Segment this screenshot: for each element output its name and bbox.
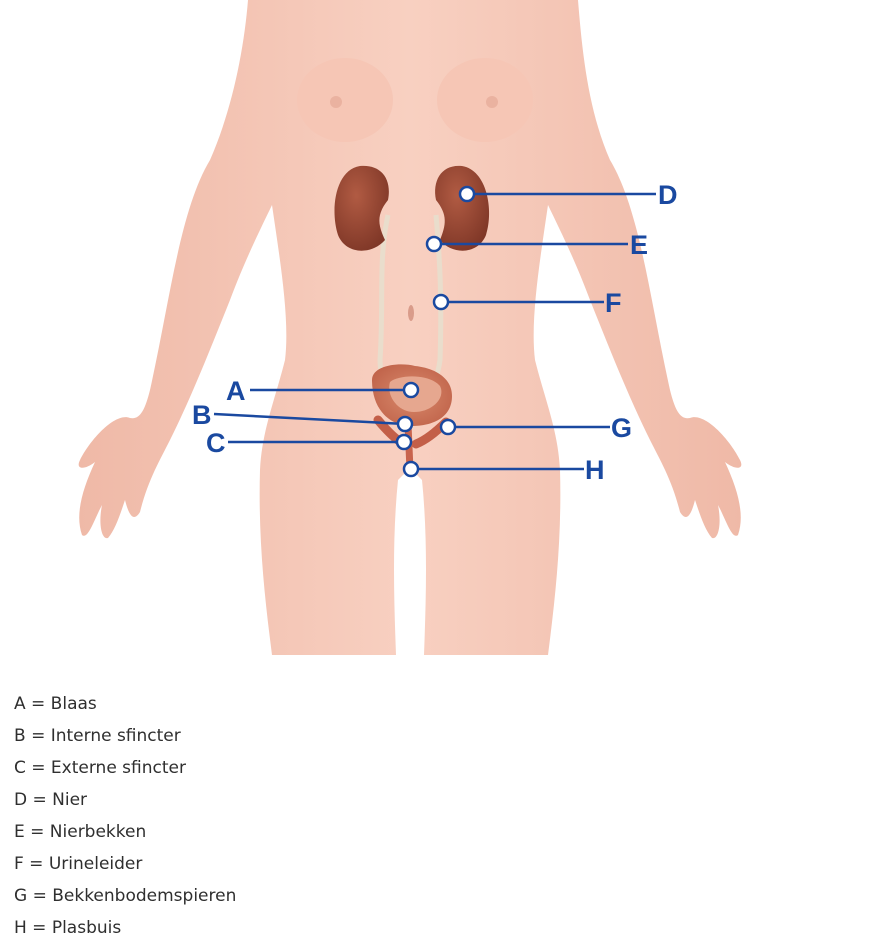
callout-b-label: B (192, 400, 212, 430)
legend-item-d: D = Nier (14, 790, 88, 810)
legend-item-a: A = Blaas (14, 694, 97, 714)
callout-g-dot (439, 418, 457, 436)
callout-g-label: G (611, 413, 632, 443)
callout-f-dot (432, 293, 450, 311)
kidney-right (435, 165, 490, 251)
callout-h-label: H (585, 455, 605, 485)
breast-left (297, 58, 393, 142)
legend-item-h: H = Plasbuis (14, 918, 122, 938)
torso-and-legs (78, 0, 742, 655)
callout-c-dot (395, 433, 413, 451)
callout-f-label: F (605, 288, 622, 318)
callout-letters: A B C D E F G H (192, 180, 678, 485)
callout-d-label: D (658, 180, 678, 210)
callout-b-dot (396, 415, 414, 433)
breast-right (437, 58, 533, 142)
callout-a-label: A (226, 376, 246, 406)
callout-e-label: E (630, 230, 648, 260)
callout-e-dot (425, 235, 443, 253)
callouts (213, 185, 656, 478)
legend-item-f: F = Urineleider (14, 854, 143, 874)
callout-c-label: C (206, 428, 226, 458)
callout-b-line (213, 412, 406, 426)
callout-h-dot (402, 460, 420, 478)
urinary-system-figure: A B C D E F G H (78, 0, 742, 655)
legend-list: A = Blaas B = Interne sfincter C = Exter… (14, 690, 236, 946)
callout-a-dot (402, 381, 420, 399)
body-silhouette (78, 0, 742, 655)
legend-item-e: E = Nierbekken (14, 822, 147, 842)
navel (408, 305, 414, 321)
legend-item-g: G = Bekkenbodemspieren (14, 886, 237, 906)
callout-d-dot (458, 185, 476, 203)
legend-item-b: B = Interne sfincter (14, 726, 181, 746)
kidney-left (334, 165, 389, 251)
legend-item-c: C = Externe sfincter (14, 758, 186, 778)
